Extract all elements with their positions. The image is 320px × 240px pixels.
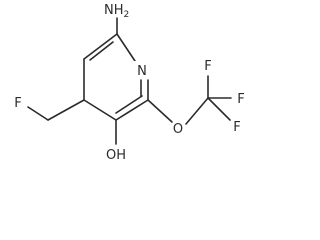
bond-c3-c2: [115, 99, 149, 121]
atom-n-ring: N: [137, 64, 147, 79]
bond-c4-c3: [83, 99, 117, 121]
atom-f-right: F: [237, 92, 244, 107]
atom-nh2: NH2: [104, 3, 129, 20]
bond-c3-c2-inner: [115, 95, 143, 114]
atom-f-top: F: [204, 59, 211, 74]
bond-c6-n1: [116, 33, 136, 62]
bond-c2-o: [147, 99, 173, 123]
bond-cf3-f-bottom: [207, 97, 231, 121]
atom-f-bottom: F: [233, 120, 240, 135]
bonds: [27, 17, 232, 145]
bond-c4-ch2: [47, 99, 85, 121]
chemical-structure: N NH2 F OH O F F F: [14, 3, 244, 163]
bond-c6-c5-inner: [89, 41, 114, 61]
bond-c6-c5: [83, 33, 118, 60]
bond-ch2-f: [27, 106, 49, 121]
atom-f-ch2: F: [14, 96, 21, 111]
bond-o-cf3: [185, 97, 209, 125]
atom-o-ether: O: [173, 122, 183, 137]
atom-oh: OH: [106, 148, 126, 163]
atom-labels: N NH2 F OH O F F F: [14, 3, 244, 163]
